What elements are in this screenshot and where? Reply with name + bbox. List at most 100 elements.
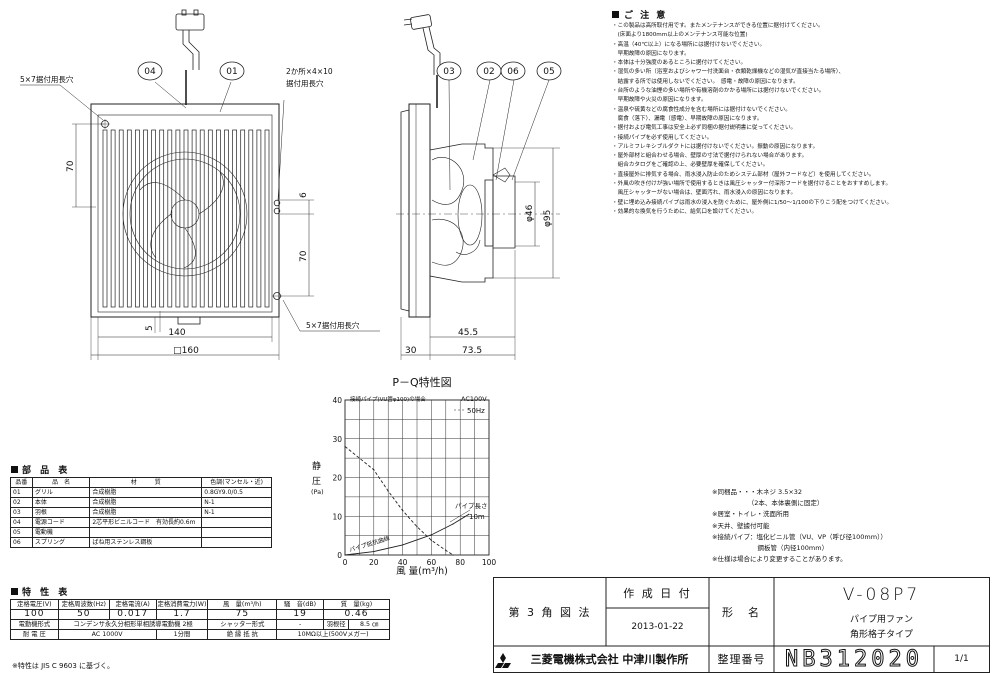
caution-line: ・アルミフレキシブルダクトには据付けないでください。振動の原因になります。	[612, 143, 819, 150]
misc-note-line: ※仕様は場合により変更することがあります。	[712, 555, 847, 564]
data-point	[387, 490, 389, 492]
parts-header-cell: 材 質	[89, 477, 203, 488]
parts-cell: 2芯平形ビニルコード 有効長約0.6m	[89, 517, 203, 528]
spec-table-title: 特 性 表	[11, 585, 70, 598]
caution-line: ・据付および電気工事は安全上必ず同梱の据付説明書に従ってください。	[612, 125, 797, 132]
parts-cell: 0.8GY9.0/0.5	[201, 487, 272, 498]
series-pipe-resistance-line	[344, 513, 470, 556]
svg-text:01: 01	[226, 67, 237, 77]
model-label: 形 名	[722, 606, 761, 619]
x-tick-label: 0	[343, 558, 348, 567]
data-point	[344, 445, 346, 448]
dim-70-right: 70	[299, 250, 309, 262]
caution-line: 風圧シャッターがない場合は、壁面汚れ、雨水浸入の原因になります。	[612, 190, 797, 197]
grille-slat	[248, 129, 254, 308]
caution-line: 腐食（落下）、漏電（感電）、早期故障の原因になります。	[612, 115, 763, 122]
grille-slat	[135, 129, 140, 308]
grille-slat	[183, 129, 189, 308]
balloon-01: 01	[219, 61, 245, 81]
front-view	[20, 9, 380, 360]
caution-line: ・この製品は高所取付用です。またメンテナンスができる位置に据付けてください。	[612, 23, 824, 29]
annot-leader	[449, 509, 471, 523]
caution-line: 早期故障の原因になります。	[612, 50, 690, 57]
grille-slat	[264, 129, 270, 308]
x-tick-label: 80	[455, 558, 465, 567]
parts-cell: 01	[10, 487, 33, 498]
caution-line: ・屋外部材と組合わせる場合、壁厚の寸法で据付けられない場合があります。	[612, 153, 808, 160]
grille-slat	[167, 129, 173, 308]
dim-73-5: 73.5	[462, 346, 482, 356]
data-point	[416, 526, 418, 528]
caution-heading: ご 注 意	[612, 10, 990, 22]
parts-header-cell: 色調(マンセル・近)	[201, 477, 272, 488]
caution-line: ・接続パイプを必ず使用してください。	[612, 134, 713, 141]
parts-cell: 06	[10, 537, 33, 548]
data-point	[373, 469, 375, 471]
date-label: 作 成 日 付	[623, 587, 692, 600]
grille-slat	[216, 129, 221, 308]
misc-note-line: ※接続パイプ：塩化ビニル管（VU、VP（呼び径100mm））	[712, 532, 887, 541]
grille-slat	[207, 129, 213, 308]
parts-cell: 02	[10, 497, 33, 508]
parts-cell: スプリング	[31, 537, 91, 548]
grille-slat	[199, 129, 205, 308]
caution-line: ・台所のような油煙の多い場所や有機溶剤のかかる場所には据付けないでください。	[612, 88, 825, 95]
svg-text:04: 04	[144, 67, 156, 77]
chart-legend: 50Hz	[454, 407, 485, 415]
caution-line: ・直接屋外に排気する場合、雨水浸入防止のためシステム部材（屋外フードなど）を使用…	[612, 171, 875, 178]
spec-value-row: 100 50 0.017 1.7 75 19 0.46	[10, 609, 391, 620]
svg-text:03: 03	[443, 67, 454, 77]
balloon-02: 02	[476, 61, 502, 81]
x-axis-label: 風 量(m³/h)	[396, 566, 448, 577]
svg-text:05: 05	[543, 67, 554, 77]
control-number-label: 整理番号	[717, 653, 766, 666]
grille-slat	[240, 129, 246, 308]
x-tick-label: 100	[482, 558, 497, 567]
caution-line: (床面より1800mm以上のメンテナンス可能な位置)	[612, 32, 748, 39]
y-tick-label: 40	[332, 396, 342, 405]
grille-slat	[143, 129, 148, 308]
svg-text:06: 06	[507, 67, 519, 77]
callout-slot-left: 5×7据付用長穴	[20, 74, 74, 84]
parts-cell: 電動機	[31, 527, 91, 538]
parts-cell: 05	[10, 527, 33, 538]
y-tick-label: 20	[332, 474, 342, 483]
grille-slat	[159, 129, 165, 308]
control-number: NB312020	[785, 646, 923, 672]
chart-title: P－Q特性図	[392, 375, 451, 389]
series-50hz-line	[344, 446, 454, 556]
parts-cell: 合成樹脂	[89, 507, 203, 518]
y-tick-label: 30	[332, 435, 342, 444]
misc-note-line: ※同梱品・・・木ネジ 3.5×32	[712, 488, 803, 496]
dim-6: 6	[299, 192, 309, 198]
caution-line: ・壁に埋め込み接続パイプは雨水の浸入を防ぐために、屋外側に1/50～1/100の…	[612, 199, 893, 206]
parts-cell: 本体	[31, 497, 91, 508]
parts-cell: ばね用ステンレス鋼板	[89, 537, 203, 548]
data-point	[373, 550, 375, 553]
spec-table: 定格電圧(V) 定格周波数(Hz) 定格電流(A) 定格消費電力(W) 風 量(…	[10, 599, 391, 640]
parts-cell: N-1	[201, 507, 272, 518]
parts-cell: グリル	[31, 487, 91, 498]
misc-note-line: ※居室・トイレ・洗面所用	[712, 510, 789, 519]
misc-notes: ※同梱品・・・木ネジ 3.5×32 （2本、本体裏側に固定）※居室・トイレ・洗面…	[712, 487, 887, 565]
caution-line: ・温泉や硫黄などの腐食性成分を含む場所には据付けないでください。	[612, 106, 791, 113]
dim-45-5: 45.5	[458, 328, 478, 338]
data-point	[344, 554, 346, 556]
parts-cell: 電源コード	[31, 517, 91, 528]
side-plug-icon	[403, 14, 441, 75]
caution-line: 結露する所では使用しないでください。 感電・故障の原因になります。	[612, 78, 799, 85]
annot-pipe-length: パイプ長さ	[455, 502, 488, 510]
side-view	[396, 14, 560, 360]
x-tick-label: 40	[398, 558, 408, 567]
grille-slat	[126, 129, 132, 308]
grille-slat	[110, 129, 116, 308]
data-point	[430, 539, 432, 541]
